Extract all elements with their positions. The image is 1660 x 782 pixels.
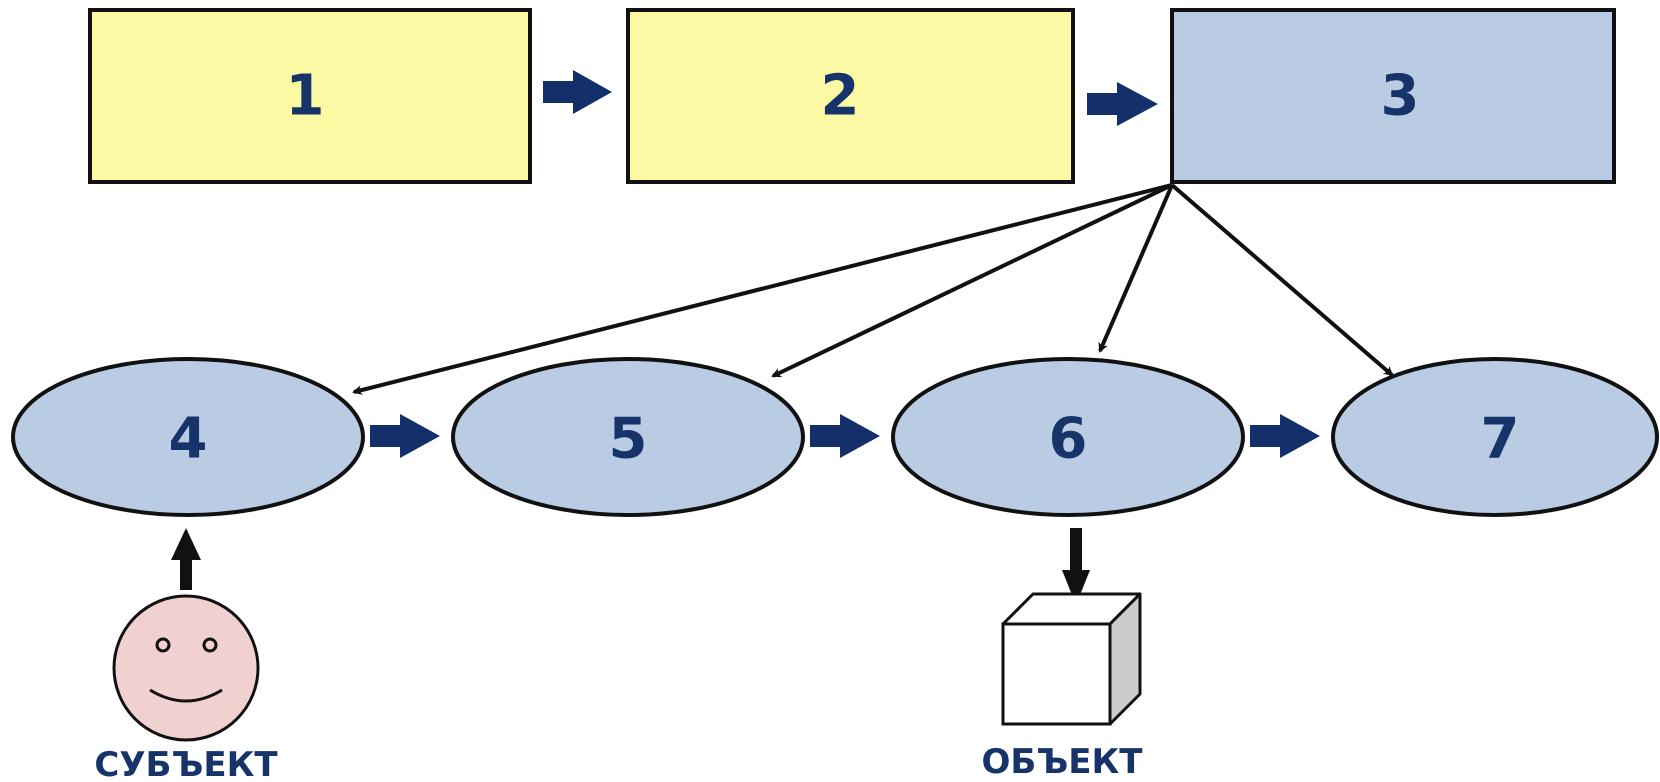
arrow-box-2-to-box-3 — [1087, 82, 1158, 126]
arrow-oval-4-to-oval-5 — [370, 414, 440, 458]
oval-5: 5 — [451, 357, 805, 517]
cube-front-face — [1001, 622, 1112, 726]
box-2: 2 — [626, 8, 1075, 184]
face-left-eye — [155, 637, 171, 653]
box-3-label: 3 — [1381, 64, 1420, 129]
face-right-eye — [202, 637, 218, 653]
oval-6-shape — [891, 357, 1245, 517]
smiley-face-icon — [112, 594, 260, 742]
arrow-subject-to-oval-4 — [171, 528, 201, 590]
box-1-label: 1 — [286, 64, 325, 129]
box-2-shape — [626, 8, 1075, 184]
arrow-oval-6-to-oval-7 — [1250, 414, 1320, 458]
oval-7: 7 — [1331, 357, 1659, 517]
box-3-shape — [1170, 8, 1616, 184]
arrow-box-1-to-box-2 — [543, 70, 612, 114]
arrow-oval-5-to-oval-6 — [810, 414, 880, 458]
arrow-box-3-to-oval-4 — [352, 183, 1173, 395]
oval-7-shape — [1331, 357, 1659, 517]
object-label: ОБЪЕКТ — [982, 742, 1144, 782]
arrow-box-3-to-oval-5 — [771, 183, 1173, 378]
oval-4: 4 — [11, 357, 365, 517]
face-circle — [112, 594, 260, 742]
oval-6-label: 6 — [1049, 407, 1088, 472]
arrow-box-3-to-oval-6 — [1098, 184, 1174, 353]
box-2-label: 2 — [821, 64, 860, 129]
oval-6: 6 — [891, 357, 1245, 517]
oval-7-label: 7 — [1481, 407, 1520, 472]
box-1-shape — [88, 8, 532, 184]
oval-4-shape — [11, 357, 365, 517]
cube-icon — [1001, 592, 1142, 726]
oval-5-label: 5 — [609, 407, 648, 472]
subject-label: СУБЪЕКТ — [94, 745, 278, 782]
face-smile — [149, 688, 223, 703]
oval-4-label: 4 — [169, 407, 208, 472]
box-3: 3 — [1170, 8, 1616, 184]
box-1: 1 — [88, 8, 532, 184]
arrow-box-3-to-oval-7 — [1170, 183, 1394, 377]
oval-5-shape — [451, 357, 805, 517]
arrow-oval-6-to-object — [1062, 528, 1090, 605]
